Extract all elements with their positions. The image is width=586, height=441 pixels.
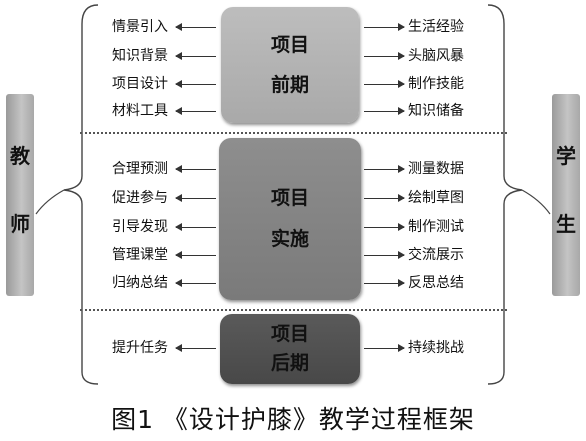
phase-post-line-2: 后期: [270, 352, 309, 374]
student-item: 交流展示: [408, 247, 464, 263]
teacher-item: 项目设计: [112, 76, 168, 92]
arrow-right: [364, 165, 405, 173]
student-item: 生活经验: [408, 19, 464, 35]
left-brace: [63, 4, 99, 385]
student-item: 制作测试: [408, 219, 464, 235]
arrow-left: [175, 251, 216, 259]
arrow-right: [364, 223, 405, 231]
phase-pre-line-2: 前期: [270, 73, 309, 96]
arrow-right: [364, 194, 405, 202]
teacher-item: 材料工具: [112, 103, 168, 119]
arrow-left: [175, 107, 216, 115]
arrow-right: [364, 279, 405, 287]
teacher-item: 提升任务: [112, 340, 168, 356]
phase-impl-line-2: 实施: [270, 228, 309, 250]
phase-pre-line-1: 项目: [270, 33, 309, 56]
phase-post-line-1: 项目: [270, 323, 309, 345]
teacher-bar: 教 师: [6, 94, 34, 296]
arrow-left: [175, 194, 216, 202]
student-item: 头脑风暴: [408, 48, 464, 64]
student-item: 反思总结: [408, 275, 464, 291]
student-item: 知识储备: [408, 103, 464, 119]
divider-1: [80, 132, 507, 134]
teacher-item: 知识背景: [112, 48, 168, 64]
arrow-right: [364, 251, 405, 259]
figure-caption: 图1 《设计护膝》教学过程框架: [111, 405, 475, 434]
teacher-label-char-1: 教: [10, 144, 30, 168]
arrow-left: [175, 80, 216, 88]
phase-post-project: 项目 后期: [220, 314, 360, 384]
right-brace: [487, 4, 523, 385]
arrow-left: [175, 344, 216, 352]
teacher-item: 促进参与: [112, 190, 168, 206]
phase-implementation: 项目 实施: [219, 138, 361, 300]
arrow-left: [175, 165, 216, 173]
teacher-item: 管理课堂: [112, 247, 168, 263]
arrow-right: [364, 52, 405, 60]
arrow-left: [175, 223, 216, 231]
arrow-right: [364, 107, 405, 115]
arrow-left: [175, 23, 216, 31]
divider-2: [80, 309, 507, 311]
student-label-char-2: 生: [556, 212, 576, 236]
arrow-left: [175, 279, 216, 287]
phase-impl-line-1: 项目: [270, 187, 309, 209]
arrow-right: [364, 23, 405, 31]
student-item: 绘制草图: [408, 190, 464, 206]
arrow-right: [364, 80, 405, 88]
teacher-label-char-2: 师: [10, 212, 30, 236]
left-brace-tip: [35, 189, 65, 215]
student-item: 制作技能: [408, 76, 464, 92]
student-item: 测量数据: [408, 161, 464, 177]
arrow-left: [175, 52, 216, 60]
student-bar: 学 生: [552, 94, 580, 296]
phase-pre-project: 项目 前期: [221, 7, 359, 123]
student-label-char-1: 学: [556, 144, 576, 168]
teacher-item: 情景引入: [112, 19, 168, 35]
student-item: 持续挑战: [408, 340, 464, 356]
teacher-item: 引导发现: [112, 219, 168, 235]
teacher-item: 归纳总结: [112, 275, 168, 291]
right-brace-tip: [521, 189, 551, 215]
teacher-item: 合理预测: [112, 161, 168, 177]
arrow-right: [364, 344, 405, 352]
